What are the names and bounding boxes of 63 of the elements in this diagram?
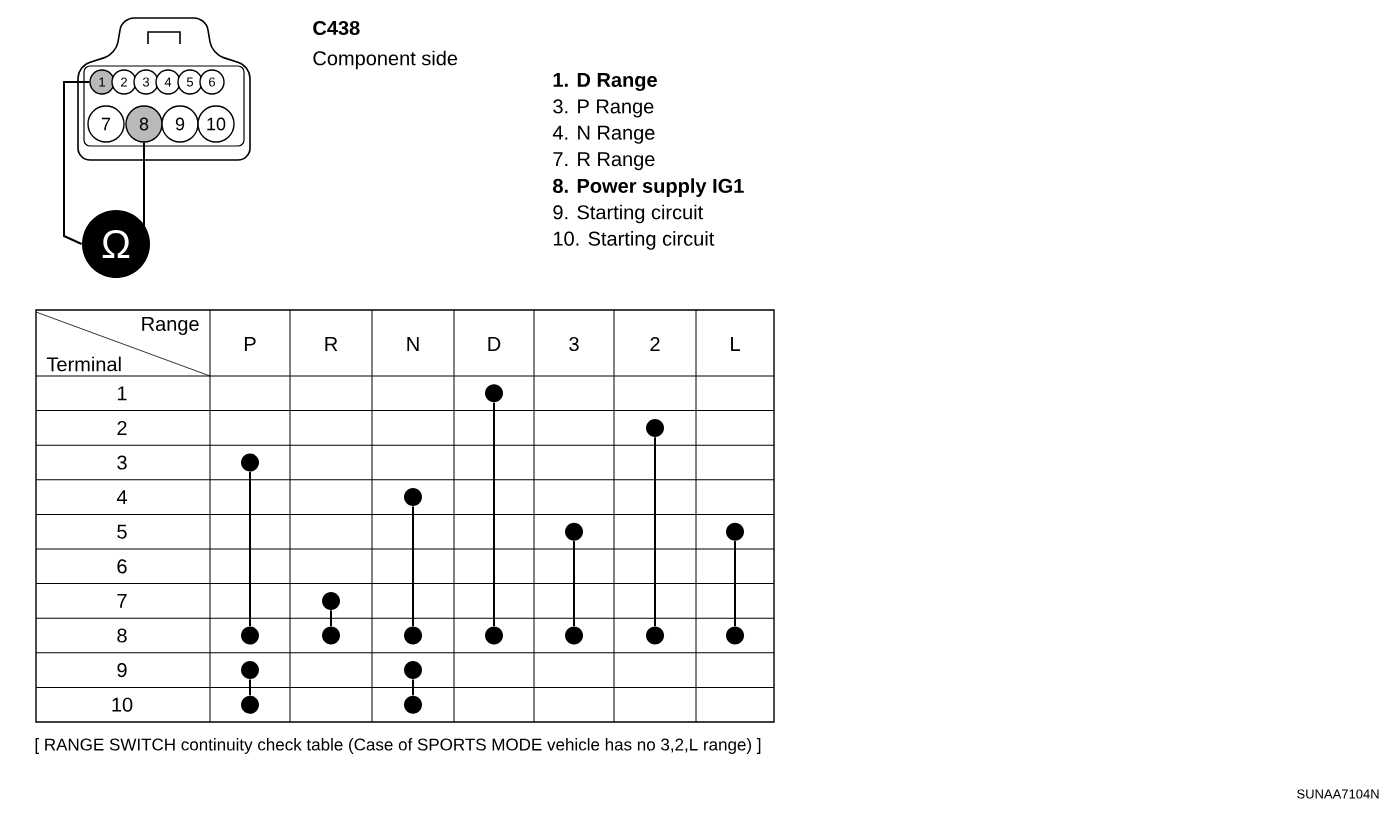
row-header: 4 <box>116 490 127 504</box>
continuity-dot <box>404 695 422 714</box>
continuity-line <box>493 401 495 628</box>
continuity-dot <box>241 626 259 645</box>
continuity-dot <box>322 591 340 610</box>
column-header: Range <box>142 317 199 335</box>
continuity-dot <box>322 626 340 645</box>
connector-pin: 8 <box>125 105 163 143</box>
continuity-dot <box>565 626 583 645</box>
row-header: 6 <box>117 559 127 574</box>
pin-description: 3. P Range <box>553 99 654 118</box>
column-header: R <box>325 337 338 351</box>
continuity-dot <box>241 695 259 714</box>
column-header: D <box>488 337 501 351</box>
pin-description: 7. R Range <box>553 152 655 171</box>
continuity-line <box>573 540 575 628</box>
continuity-dot <box>726 522 744 541</box>
pin-description: 8. Power supply IG1 <box>553 178 744 197</box>
continuity-dot <box>646 418 664 437</box>
continuity-dot <box>485 626 503 645</box>
row-header: 2 <box>117 420 127 435</box>
continuity-dot <box>404 488 422 507</box>
continuity-line <box>734 540 736 628</box>
row-header: 3 <box>117 455 127 470</box>
test-lead <box>63 81 91 245</box>
continuity-line <box>654 436 656 628</box>
continuity-line <box>330 609 332 628</box>
continuity-line <box>412 505 414 628</box>
continuity-line <box>249 470 251 628</box>
pin-description: 4. N Range <box>552 125 655 144</box>
table-caption: [ RANGE SWITCH continuity check table (Case of SPORTS MODE vehicle has no 3,2,L range) ] <box>35 738 761 754</box>
connector-pin: 9 <box>161 105 199 143</box>
continuity-line <box>412 678 414 697</box>
connector-pin: 7 <box>87 105 125 143</box>
row-header: 8 <box>117 628 127 643</box>
column-header: 2 <box>650 337 660 351</box>
ohmmeter: Ω <box>82 210 150 278</box>
continuity-dot <box>404 626 422 645</box>
continuity-dot <box>646 626 664 645</box>
continuity-dot <box>726 626 744 645</box>
pin-description: 1. D Range <box>553 73 657 91</box>
row-header: 7 <box>117 594 127 608</box>
row-header: 10 <box>112 697 133 712</box>
continuity-dot <box>241 661 259 680</box>
test-lead <box>143 141 145 229</box>
column-header: L <box>731 337 740 351</box>
row-header: 1 <box>118 386 127 401</box>
column-header: N <box>407 337 419 351</box>
row-header: 9 <box>117 663 127 678</box>
row-header: 5 <box>117 524 127 539</box>
connector-code: C438 <box>313 20 360 36</box>
continuity-dot <box>485 384 503 403</box>
continuity-line <box>249 678 251 697</box>
connector-pin: 10 <box>197 105 235 143</box>
continuity-dot <box>565 522 583 541</box>
pin-description: 9. Starting circuit <box>553 204 704 224</box>
view-note: Component side <box>313 50 458 70</box>
row-header: Terminal <box>46 356 121 372</box>
column-header: P <box>244 337 256 351</box>
pin-description: 10. Starting circuit <box>553 231 715 250</box>
column-header: 3 <box>569 336 579 352</box>
continuity-dot <box>404 661 422 680</box>
continuity-dot <box>241 453 259 472</box>
